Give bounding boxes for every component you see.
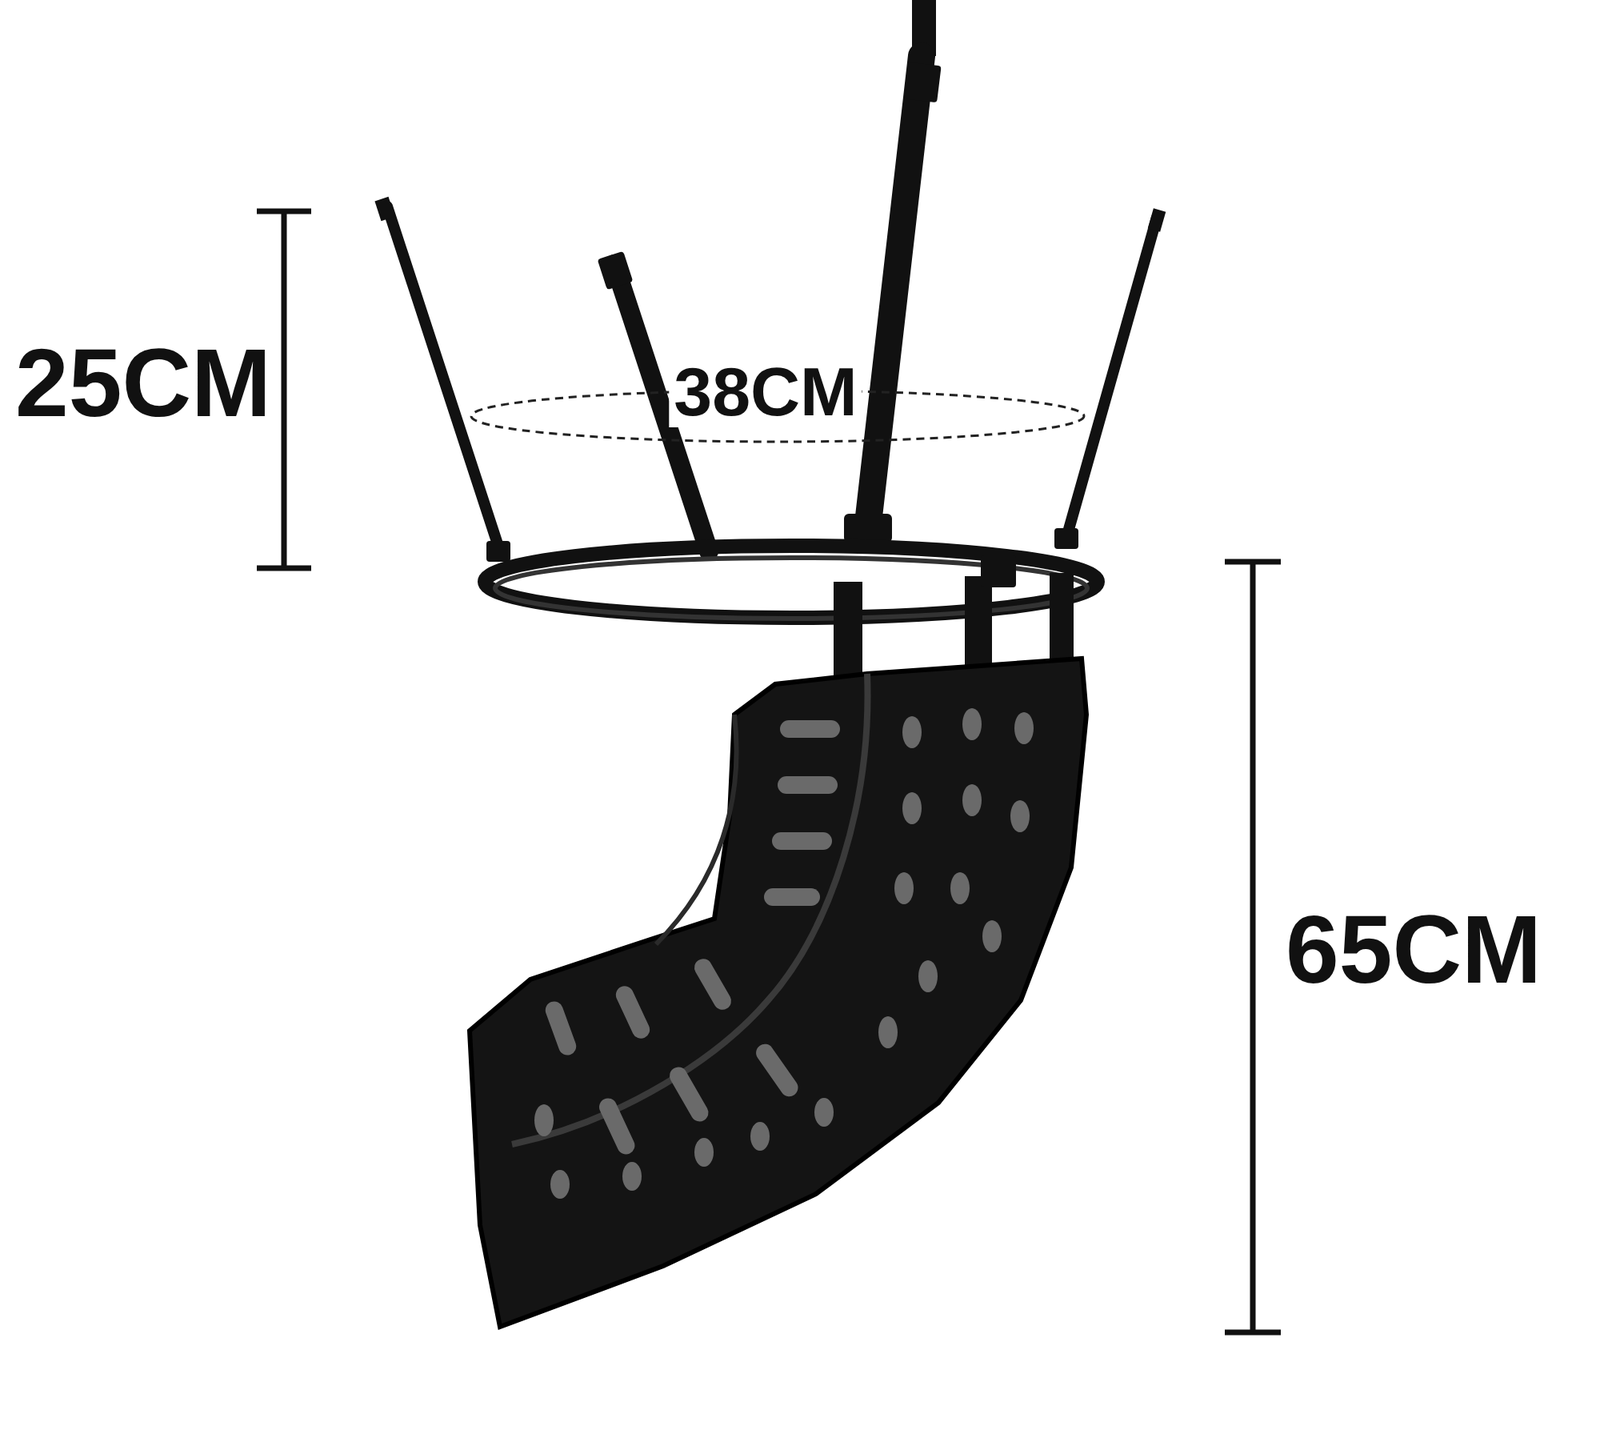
seat-fold: [512, 673, 868, 1144]
seat-fold: [656, 714, 737, 944]
dimension-label: 38CM: [668, 355, 862, 428]
dimension-label: 65CM: [1285, 900, 1542, 997]
dimension-bracket: [1224, 561, 1281, 1332]
hanging-ring: [484, 545, 1098, 618]
seat-shell: [469, 658, 1087, 1327]
straps: [387, 56, 1157, 552]
dimension-label: 25CM: [15, 334, 272, 431]
seat-holes: [534, 708, 1034, 1199]
strap-buckles: [374, 62, 1166, 562]
